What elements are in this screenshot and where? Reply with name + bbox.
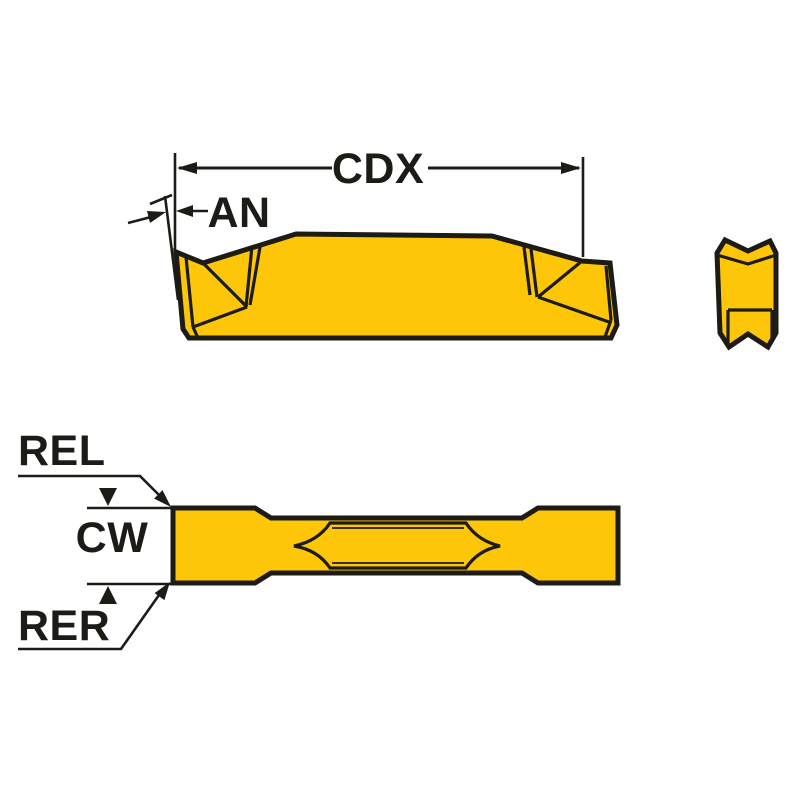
rer-annotation: RER: [18, 582, 170, 651]
rel-arrowhead: [154, 490, 171, 507]
an-tick: [149, 193, 173, 206]
rel-label: REL: [18, 427, 106, 475]
rel-leader-line: [18, 474, 160, 496]
plan-view-groove-detail-lines: [332, 527, 464, 564]
end-view-inner-lines: [716, 253, 777, 344]
cw-dimension: CW: [76, 488, 172, 604]
cw-extension-lines: [87, 506, 172, 586]
cw-arrowhead-bottom: [99, 586, 117, 604]
rer-label: RER: [18, 602, 110, 650]
side-view-insert: [173, 231, 620, 341]
cdx-extension-lines: [173, 153, 585, 257]
plan-view-outline: [170, 505, 621, 586]
rel-annotation: REL: [18, 427, 171, 507]
cdx-arrowhead-right: [561, 162, 581, 174]
side-view-outline: [173, 231, 620, 341]
cw-label: CW: [76, 514, 149, 562]
cdx-label: CDX: [332, 145, 424, 193]
end-view-insert: [714, 236, 779, 351]
an-annotation: AN: [127, 189, 270, 301]
side-view-right-pocket-lines: [522, 246, 613, 338]
rer-arrowhead: [154, 582, 170, 601]
rer-leader-line: [18, 594, 161, 651]
an-arrowhead-left: [147, 211, 166, 223]
side-view-left-pocket-lines: [184, 245, 262, 339]
plan-view-chip-groove: [293, 521, 501, 570]
cdx-dimension: CDX: [173, 145, 585, 257]
an-arrowhead-right: [176, 205, 193, 217]
cw-arrowhead-top: [99, 488, 117, 506]
cdx-arrowhead-left: [177, 162, 197, 174]
an-label: AN: [207, 189, 270, 237]
an-arrow-shaft-left: [127, 215, 152, 225]
an-angle-line: [163, 195, 180, 301]
plan-view-insert: [170, 505, 621, 586]
end-view-outline: [714, 236, 779, 351]
